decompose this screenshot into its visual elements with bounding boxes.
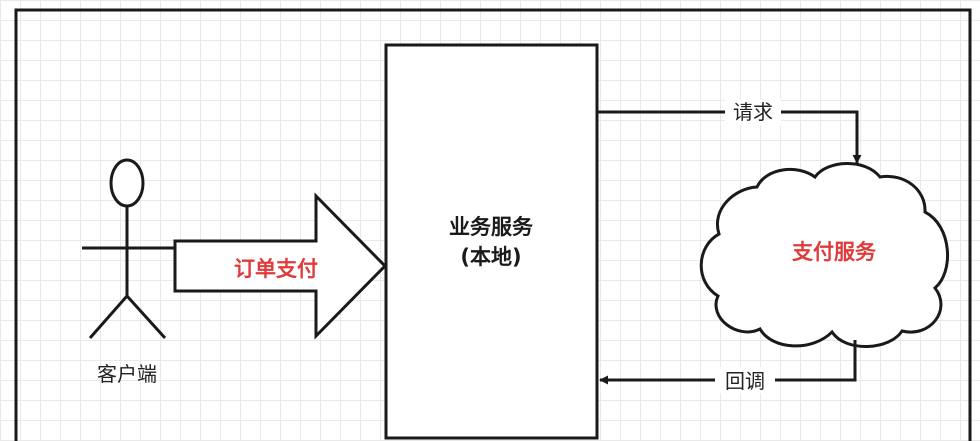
frame-border	[14, 8, 972, 441]
actor-left-leg	[88, 295, 129, 339]
business-service-subtitle: (本地)	[460, 245, 521, 269]
callback-edge[interactable]	[599, 340, 857, 385]
payment-service-label: 支付服务	[792, 240, 877, 264]
request-label: 请求	[733, 100, 773, 124]
business-service-box[interactable]	[384, 43, 599, 440]
actor-head	[109, 158, 145, 208]
actor-client[interactable]	[82, 158, 175, 340]
order-arrow[interactable]	[173, 192, 388, 340]
request-edge[interactable]	[597, 110, 862, 164]
actor-right-leg	[125, 294, 167, 340]
request-label-bg	[725, 99, 781, 125]
business-service-title: 业务服务	[449, 215, 534, 239]
actor-label: 客户端	[97, 362, 157, 386]
callback-label-bg	[715, 367, 775, 393]
callback-label: 回调	[725, 369, 765, 393]
order-arrow-label: 订单支付	[234, 257, 318, 281]
payment-service-cloud[interactable]	[699, 162, 950, 348]
